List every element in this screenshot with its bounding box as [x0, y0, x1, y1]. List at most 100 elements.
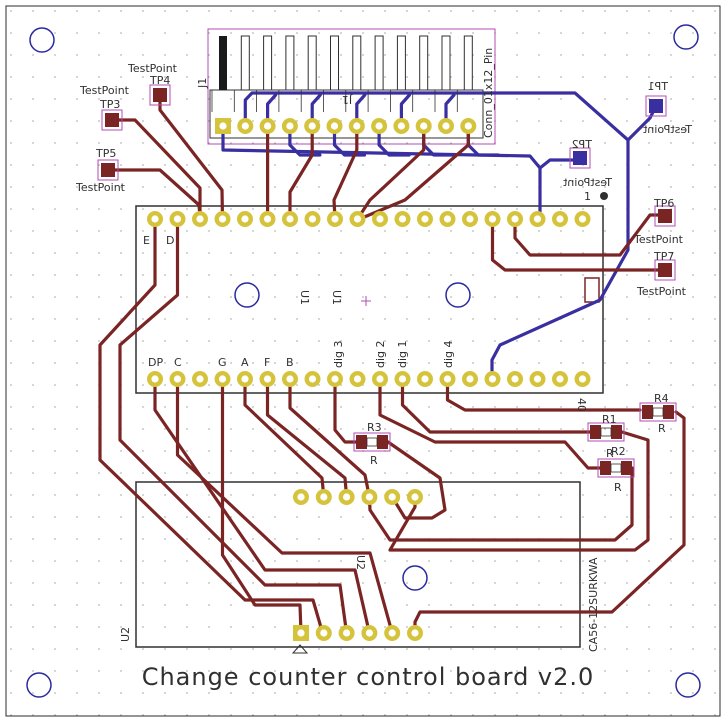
- back-stub-j1-8: [377, 124, 411, 157]
- mcu-top-pad-20-hole: [578, 215, 587, 223]
- trace-g-to-disp: [220, 377, 303, 635]
- r3-value: R: [370, 454, 378, 467]
- tp5-courtyard: [97, 159, 119, 181]
- connector-pin-8-body: [374, 35, 384, 91]
- r1-pad-1: [590, 425, 601, 439]
- mounting-holes: [26, 24, 701, 698]
- tp7-pad: [658, 263, 672, 277]
- connector-pad-6-hole: [330, 122, 339, 130]
- tp3-ref: TP3: [99, 98, 120, 111]
- mcu-bottom-pad-2-hole: [173, 375, 182, 383]
- r2-pad-1: [600, 461, 611, 475]
- tp6-ref: TP6: [653, 197, 674, 210]
- r1-body: [600, 427, 612, 437]
- back-stub-j1-4: [288, 124, 322, 157]
- display-outline: [135, 481, 581, 648]
- tp3-courtyard: [101, 109, 123, 131]
- display-hole: [402, 565, 428, 591]
- mcu-bottom-pad-18-hole: [533, 375, 542, 383]
- back-trace-j1-1-to-tp2: [221, 124, 542, 221]
- trace-j1-7-to-mcu: [357, 124, 470, 221]
- display-ref-alt: U2: [354, 555, 367, 570]
- connector-pad-9-hole: [397, 122, 405, 130]
- connector-pad-2-hole: [241, 122, 249, 130]
- connector-courtyard: [207, 28, 496, 145]
- r3-pad-2: [377, 435, 388, 449]
- mcu-bottom-pad-5-hole: [241, 375, 249, 383]
- mcu-hole-left: [234, 282, 260, 308]
- trace-r1-to-disp: [388, 430, 650, 552]
- mcu-bottom-pad-4-hole: [218, 375, 227, 383]
- tp2-pad: [573, 151, 587, 165]
- mcu-top-pad-19-hole: [556, 215, 564, 223]
- display-pin1-marker: [291, 644, 309, 654]
- mcu-bottom-pad-20-hole: [578, 375, 587, 383]
- back-trace-tp2-link: [538, 158, 580, 170]
- r4-pad-2: [663, 405, 674, 419]
- mcu-top-pad-3-hole: [196, 215, 204, 223]
- through-hole-pads: [147, 118, 591, 641]
- mount-hole-top-left: [29, 27, 55, 53]
- label-dp: DP: [148, 356, 163, 369]
- label-g: G: [218, 356, 227, 369]
- front-copper-traces: [98, 93, 686, 639]
- r1-ref: R1: [602, 413, 617, 426]
- connector-pad-1-hole: [219, 122, 227, 130]
- tp7-value: TestPoint: [636, 285, 687, 298]
- mcu-top-pad-10-hole: [353, 215, 362, 223]
- mcu-top-pad-6-hole: [263, 215, 272, 223]
- connector-pin-7-body: [352, 35, 362, 91]
- mcu-top-pad-4-hole: [218, 215, 227, 223]
- smd-parts: [97, 84, 677, 478]
- tp5-ref: TP5: [95, 147, 116, 160]
- mcu-top-pad-1-hole: [151, 215, 159, 223]
- mcu-bottom-pad-12-hole: [398, 375, 407, 383]
- trace-tp5-to-mcu: [106, 168, 202, 219]
- label-e: E: [143, 234, 150, 247]
- tp5-value: TestPoint: [75, 181, 126, 194]
- r3-ref: R3: [367, 421, 382, 434]
- r2-pad-2: [621, 461, 632, 475]
- mcu-bottom-pad-15-hole: [466, 375, 474, 383]
- mcu-bottom-pad-7-hole: [286, 375, 294, 383]
- trace-mcu-to-tp6: [513, 213, 665, 257]
- mount-hole-bottom-left: [26, 672, 52, 698]
- mcu-bottom-pad-16-hole: [488, 375, 497, 383]
- tp4-pad: [153, 88, 167, 102]
- mcu-bottom-pad-14-hole: [443, 375, 452, 383]
- mcu-bottom-pad-17-hole: [511, 375, 519, 383]
- r3-body: [366, 437, 378, 447]
- mcu-top-pad-14-hole: [443, 215, 452, 223]
- r2-value: R: [614, 481, 622, 494]
- tp6-courtyard: [654, 205, 676, 227]
- tp1-courtyard: [645, 95, 667, 117]
- trace-dig3-to-r3: [333, 377, 359, 444]
- label-c: C: [174, 356, 182, 369]
- mcu-bottom-pad-9-hole: [331, 375, 339, 383]
- trace-dig2-to-r2: [378, 377, 602, 470]
- r2-courtyard: [597, 458, 635, 478]
- trace-a-to-disp: [243, 377, 326, 499]
- display-bottom-pad-6-hole: [411, 629, 419, 637]
- r2-ref: R2: [611, 445, 626, 458]
- tp4-courtyard: [149, 84, 171, 106]
- display-bottom-pad-3-hole: [343, 629, 351, 637]
- mcu-top-pad-18-hole: [533, 215, 542, 223]
- trace-r3-to-disp: [386, 440, 447, 520]
- trace-j1-4-to-mcu: [288, 124, 314, 221]
- mcu-top-pad-2-hole: [173, 215, 182, 223]
- connector-pin-5-body: [307, 35, 317, 91]
- trace-dig4-to-r4: [445, 377, 642, 412]
- board-title: Change counter control board v2.0: [142, 663, 595, 691]
- label-a: A: [241, 356, 249, 369]
- tp6-value: TestPoint: [633, 233, 684, 246]
- trace-tp4-to-mcu: [158, 93, 225, 221]
- display-top-pad-4-hole: [365, 493, 373, 501]
- tp1-ref: TP1: [648, 80, 669, 93]
- r4-body: [652, 407, 664, 417]
- mcu-top-pad-12-hole: [398, 215, 407, 223]
- pin1-dot: [600, 192, 608, 200]
- mcu-outline: [135, 205, 604, 394]
- connector-body: [209, 89, 484, 139]
